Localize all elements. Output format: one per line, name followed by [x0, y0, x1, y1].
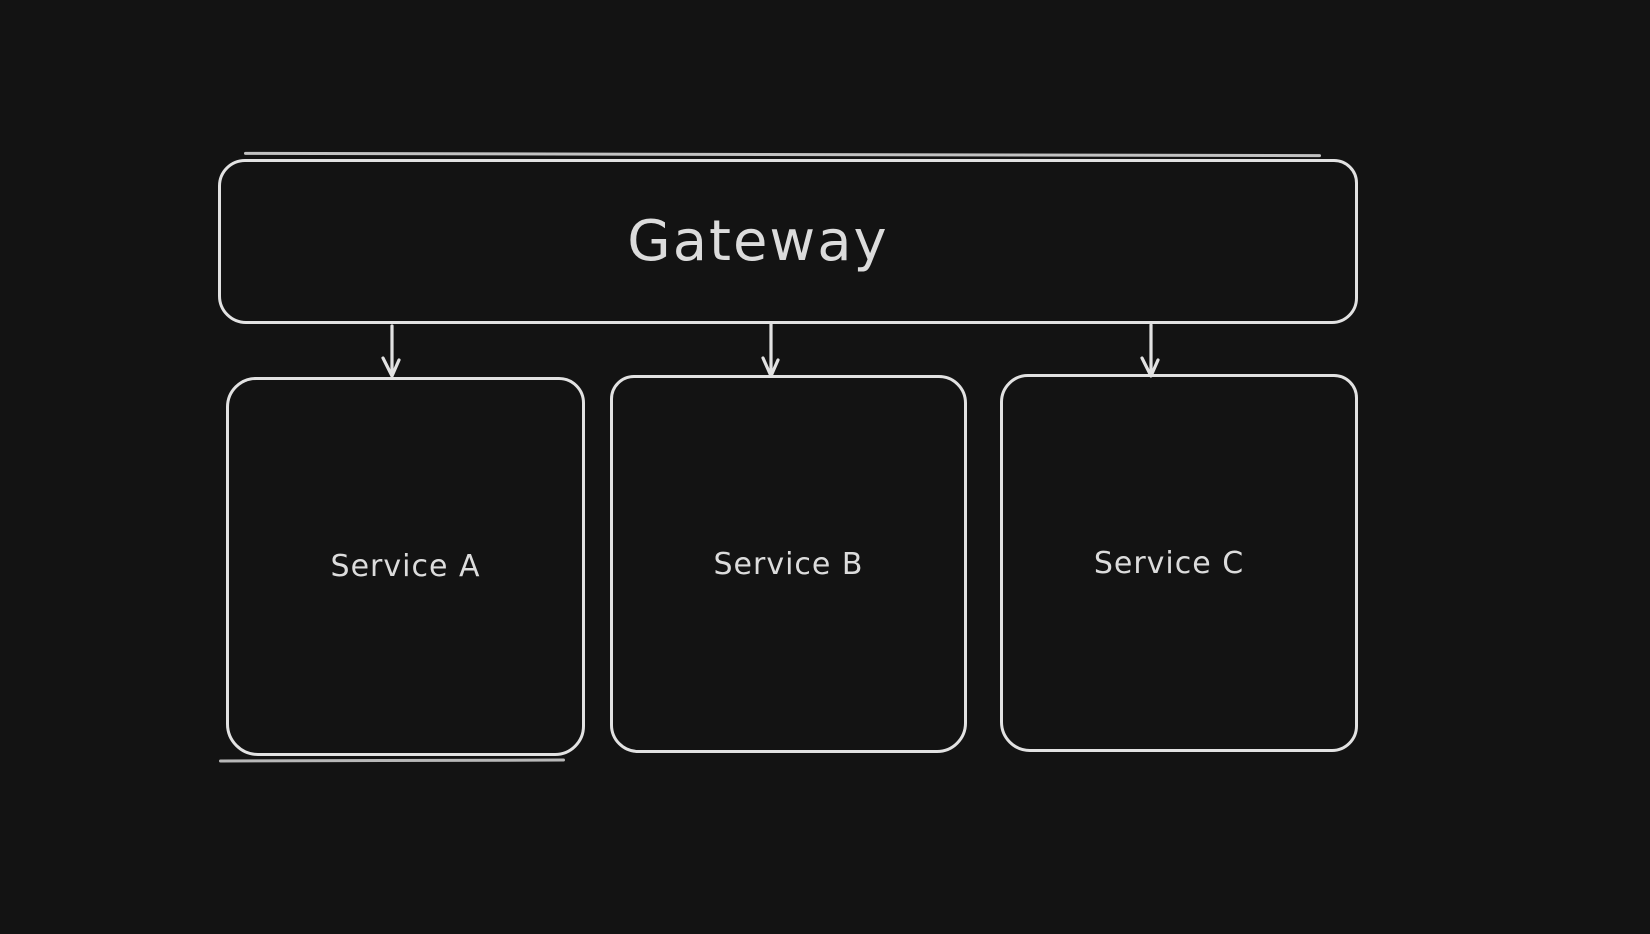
arrow-gateway-to-service-b [761, 322, 780, 378]
node-service-a-label: Service A [330, 549, 481, 584]
arrow-gateway-to-service-c [1140, 323, 1160, 378]
node-service-c[interactable]: Service C [1000, 374, 1358, 752]
node-gateway[interactable]: Gateway [218, 159, 1358, 324]
node-service-a[interactable]: Service A [226, 377, 585, 756]
node-gateway-label: Gateway [627, 209, 889, 274]
arrow-gateway-to-service-a [381, 324, 401, 378]
node-service-c-label: Service C [1093, 545, 1245, 581]
node-service-b-label: Service B [713, 546, 864, 582]
node-service-b[interactable]: Service B [610, 375, 967, 753]
